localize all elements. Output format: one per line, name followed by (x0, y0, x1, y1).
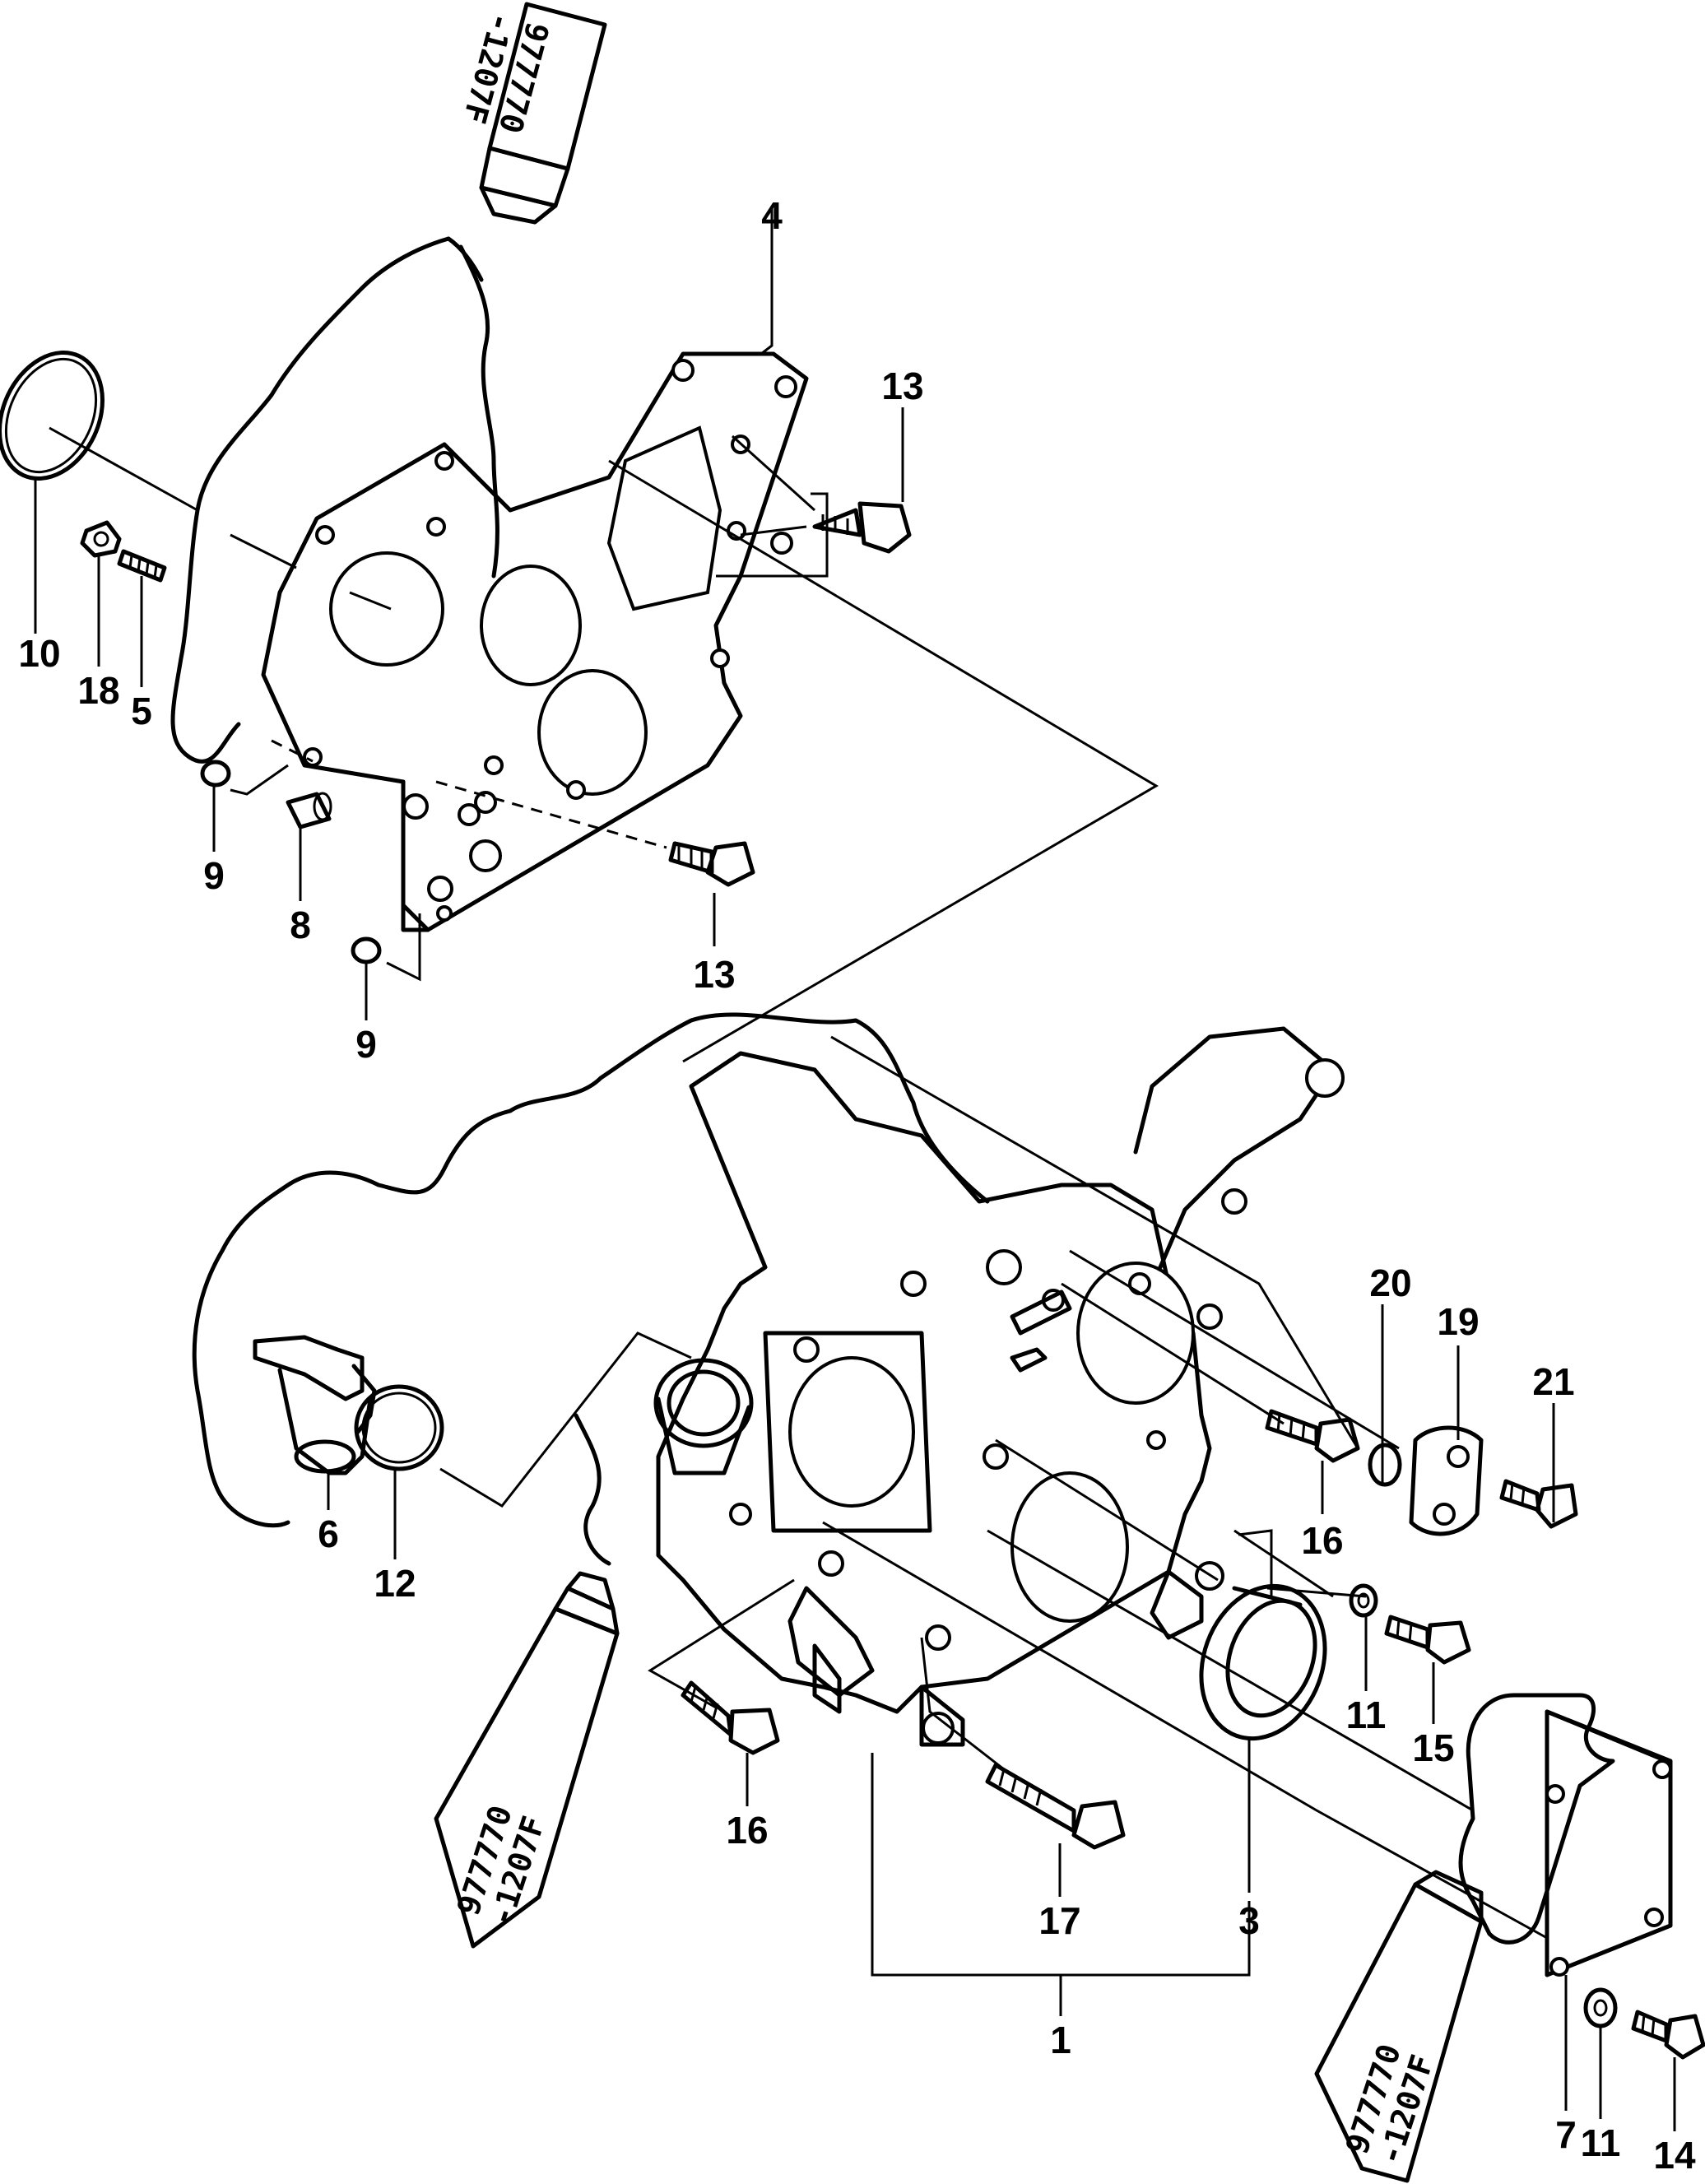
bolt-21 (1499, 1479, 1578, 1529)
plate-bore-large-1 (329, 551, 444, 667)
upper-gasket-bead (170, 236, 499, 764)
bolt-15 (1384, 1615, 1471, 1665)
callout-5: 5 (131, 690, 152, 732)
callout-17: 17 (1038, 1899, 1080, 1942)
sealant-tube-left: 977770 -1207F (434, 1571, 620, 1949)
callout-6: 6 (318, 1513, 339, 1555)
cover-7-gasket-bead (1458, 1693, 1615, 1945)
callout-9-upper: 9 (203, 854, 225, 897)
callout-11-lower: 11 (1581, 2121, 1621, 2164)
oil-filler-cap-6 (253, 1335, 377, 1475)
callout-18: 18 (77, 669, 119, 712)
sealant-tube-lower-right: 977770 -1207F (1314, 1870, 1484, 2183)
o-ring-12 (354, 1384, 444, 1471)
callout-7: 7 (1555, 2113, 1577, 2156)
nut-18 (80, 520, 122, 558)
callout-3: 3 (1238, 1899, 1260, 1942)
callout-16-right: 16 (1301, 1519, 1343, 1562)
bolt-16-left (681, 1680, 780, 1755)
washer-11-middle (1349, 1583, 1378, 1618)
bolt-13-lower (668, 841, 755, 887)
dowel-pin-8 (286, 792, 332, 829)
callout-11-middle: 11 (1346, 1694, 1387, 1736)
gear-case-cover (656, 1026, 1345, 1747)
cover-bore-right (1076, 1262, 1195, 1405)
o-ring-9-upper (200, 760, 231, 788)
gear-case-plate (261, 351, 809, 932)
bolt-13-upper (812, 501, 912, 554)
callout-10: 10 (18, 632, 60, 675)
callout-16-left: 16 (726, 1809, 768, 1852)
o-ring-9-lower (351, 936, 382, 964)
callout-15: 15 (1412, 1726, 1454, 1769)
callout-19: 19 (1437, 1300, 1479, 1343)
callout-13-upper: 13 (881, 365, 923, 407)
callout-13-lower: 13 (693, 953, 735, 996)
callout-12: 12 (374, 1562, 416, 1605)
sealant-tube-top: 977770 -1207F (456, 2, 607, 225)
oil-filler-neck (653, 1358, 754, 1475)
callout-8: 8 (290, 904, 311, 946)
bolt-17 (985, 1763, 1126, 1850)
callout-20: 20 (1369, 1262, 1411, 1304)
cover-bore-center (1010, 1471, 1129, 1623)
callout-4: 4 (761, 194, 783, 237)
callout-21: 21 (1532, 1360, 1574, 1403)
blind-cover-19 (1409, 1425, 1484, 1536)
washer-11-lower (1583, 1987, 1618, 2028)
bolt-16-right (1265, 1409, 1360, 1463)
o-ring-20 (1368, 1443, 1402, 1487)
callout-9-lower: 9 (355, 1023, 377, 1066)
plate-bore-large-2 (480, 565, 582, 686)
cover-bore-left (788, 1356, 915, 1508)
oil-seal-3 (1199, 1583, 1327, 1741)
o-ring-10 (0, 350, 105, 481)
cover-plate-7 (1545, 1709, 1673, 1977)
plate-bore-large-3 (537, 669, 648, 796)
callout-14: 14 (1653, 2134, 1696, 2177)
stud-5 (117, 549, 167, 583)
bolt-14 (1631, 2010, 1705, 2060)
callout-1: 1 (1050, 2019, 1071, 2061)
